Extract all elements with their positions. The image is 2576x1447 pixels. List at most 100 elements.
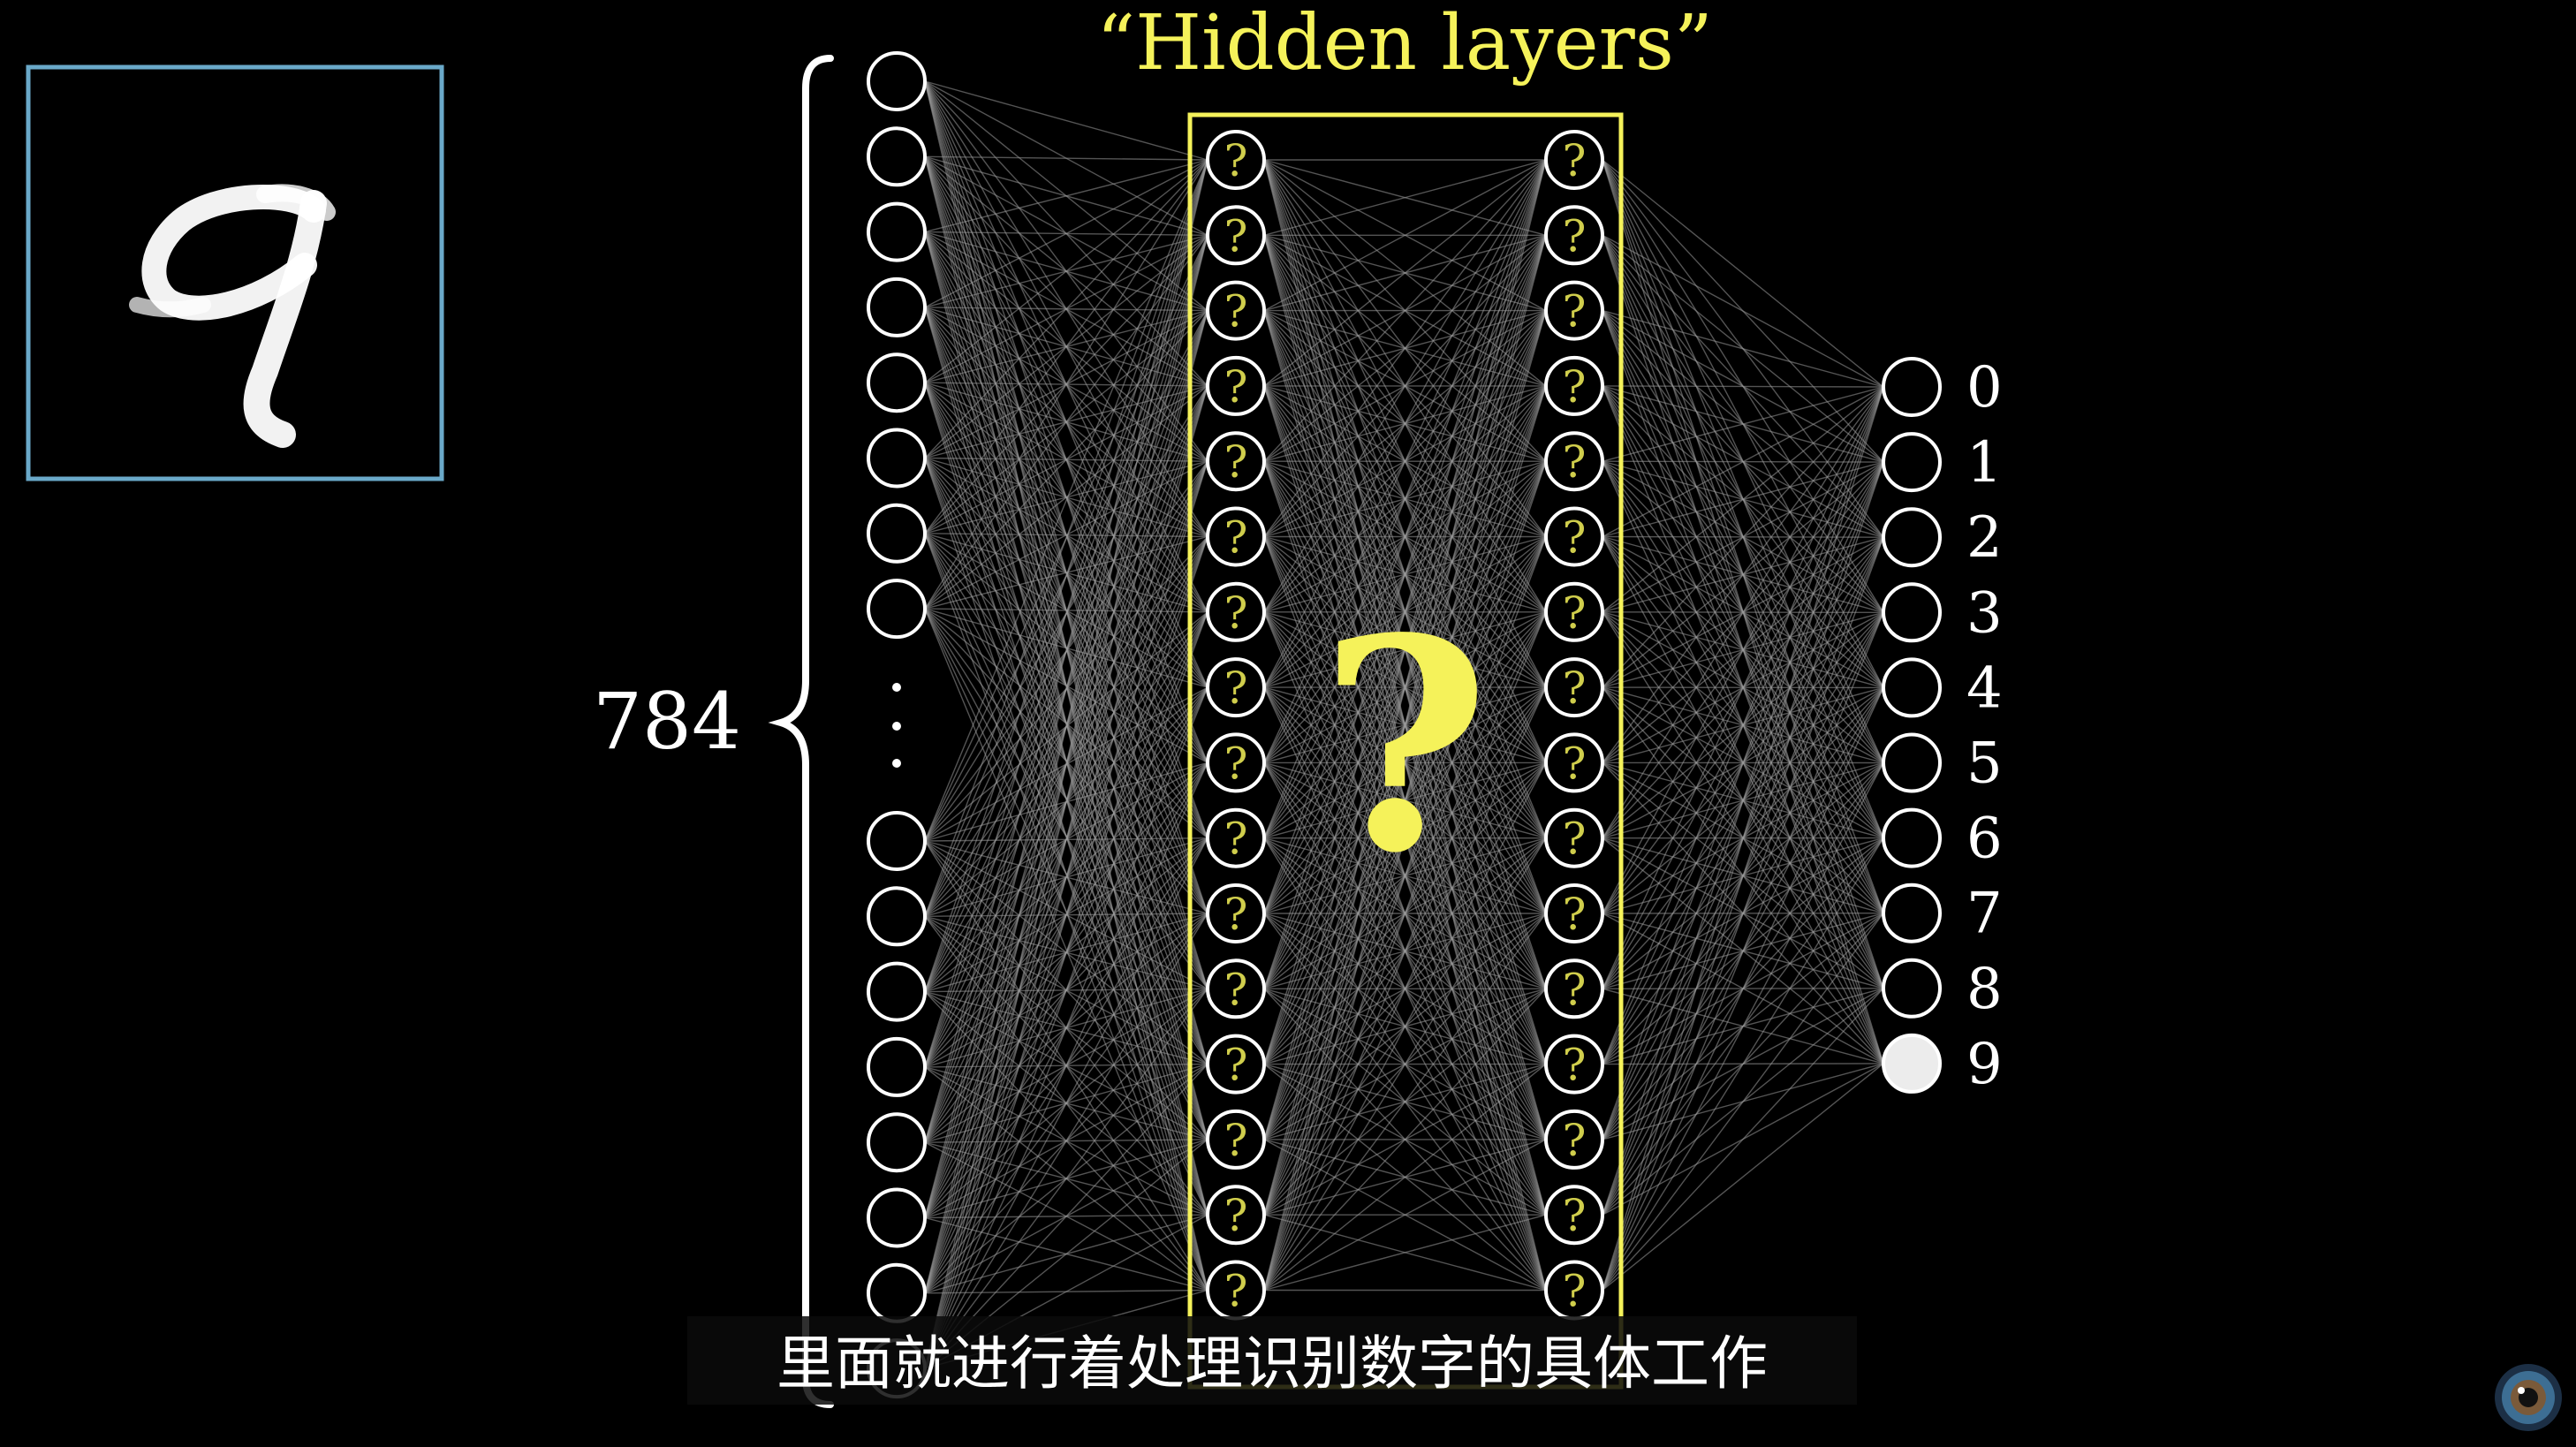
- hidden-neuron: [1206, 431, 1266, 492]
- hidden-neuron: [1206, 1185, 1266, 1246]
- connection-edge: [924, 159, 1208, 1293]
- connection-edge: [924, 837, 1208, 1369]
- connection-edge: [1263, 159, 1547, 989]
- output-neuron: [1882, 432, 1942, 493]
- output-digit-label: 3: [1966, 580, 2003, 646]
- connection-edge: [924, 159, 1208, 917]
- connection-edge: [924, 988, 1208, 1369]
- connection-edge: [1263, 159, 1547, 838]
- output-digit-label: 6: [1966, 807, 2003, 872]
- connection-edge: [924, 159, 1208, 383]
- input-neuron: [867, 1262, 927, 1323]
- connection-edge: [924, 686, 1208, 1369]
- connection-edge: [924, 155, 1208, 161]
- connection-edge: [1602, 1063, 1884, 1292]
- neuron-question-mark: ?: [1224, 361, 1248, 413]
- input-neuron: [867, 428, 927, 489]
- connection-edge: [1263, 159, 1547, 236]
- connection-edge: [924, 159, 1208, 458]
- neuron-question-mark: ?: [1224, 663, 1248, 714]
- input-ellipsis: [892, 683, 901, 768]
- hidden-neuron: [1544, 1109, 1604, 1170]
- connection-edge: [1263, 1139, 1547, 1292]
- connection-edge: [1263, 235, 1547, 1291]
- hidden-neuron: [1544, 958, 1604, 1019]
- output-neuron: [1882, 958, 1942, 1019]
- connection-edge: [1263, 159, 1547, 1140]
- input-neuron: [867, 126, 927, 187]
- connection-edge: [1602, 309, 1884, 388]
- connection-edge: [1263, 159, 1547, 537]
- input-neuron: [867, 1112, 927, 1173]
- connection-edge: [1263, 159, 1547, 1064]
- connection-edge: [924, 310, 1208, 1369]
- hidden-neuron: [1206, 807, 1266, 868]
- hidden-neuron: [1544, 1185, 1604, 1246]
- output-digit-label: 9: [1966, 1032, 2003, 1097]
- connection-edge: [924, 159, 1208, 1068]
- connection-edge: [1263, 159, 1547, 312]
- hidden-layer-1: ????????????????: [1206, 130, 1266, 1321]
- input-neuron: [867, 277, 927, 337]
- connection-edge: [1602, 612, 1884, 1291]
- hidden-neuron: [1544, 581, 1604, 642]
- hidden-neuron: [1206, 958, 1266, 1019]
- connection-edge: [1263, 385, 1547, 1291]
- connection-edge: [1263, 159, 1547, 763]
- output-neuron: [1882, 657, 1942, 718]
- hidden-layer-2: ????????????????: [1544, 130, 1604, 1321]
- input-neuron: [867, 1036, 927, 1097]
- neuron-question-mark: ?: [1224, 286, 1248, 337]
- network-connections: [924, 80, 1884, 1369]
- connection-edge: [1602, 159, 1884, 388]
- hidden-neuron: [1206, 657, 1266, 718]
- input-neuron: [867, 201, 927, 262]
- connection-edge: [1263, 988, 1547, 1291]
- connection-edge: [924, 235, 1208, 1369]
- connection-edge: [1602, 687, 1884, 1291]
- connection-edge: [1602, 386, 1884, 989]
- connection-edge: [1263, 159, 1547, 688]
- input-neuron: [867, 886, 927, 947]
- neuron-question-mark: ?: [1563, 1115, 1587, 1166]
- neuron-question-mark: ?: [1224, 964, 1248, 1015]
- output-neuron: [1882, 883, 1942, 943]
- connection-edge: [1602, 386, 1884, 538]
- input-layer: [867, 51, 927, 1399]
- hidden-neuron: [1206, 581, 1266, 642]
- connection-edge: [1263, 913, 1547, 1291]
- digit-nine-image: [129, 184, 336, 448]
- input-neuron: [867, 503, 927, 564]
- connection-edge: [924, 159, 1208, 992]
- connection-edge: [1263, 686, 1547, 1291]
- connection-edge: [924, 611, 1208, 1369]
- output-digit-label: 1: [1966, 430, 2003, 496]
- connection-edge: [924, 608, 1208, 1291]
- neuron-question-mark: ?: [1224, 1115, 1248, 1166]
- output-digit-label: 4: [1966, 655, 2003, 721]
- output-neuron: [1882, 507, 1942, 568]
- output-digit-label: 2: [1966, 505, 2003, 571]
- hidden-neuron: [1206, 1109, 1266, 1170]
- neuron-question-mark: ?: [1563, 1190, 1587, 1241]
- hidden-neuron: [1206, 205, 1266, 266]
- connection-edge: [1263, 1064, 1547, 1292]
- neuron-question-mark: ?: [1563, 135, 1587, 186]
- neuron-question-mark: ?: [1224, 210, 1248, 261]
- neuron-question-mark: ?: [1563, 286, 1587, 337]
- neuron-question-mark: ?: [1224, 814, 1248, 865]
- connection-edge: [1602, 386, 1884, 613]
- connection-edge: [924, 159, 1208, 1143]
- hidden-neuron: [1206, 506, 1266, 567]
- hidden-layers-question-mark: ?: [1319, 574, 1489, 917]
- connection-edge: [924, 159, 1208, 1369]
- connection-edge: [1263, 460, 1547, 1291]
- connection-edge: [1602, 386, 1884, 763]
- connection-edge: [924, 159, 1208, 610]
- hidden-neuron: [1544, 1034, 1604, 1095]
- hidden-neuron: [1544, 431, 1604, 492]
- hidden-neuron: [1206, 1034, 1266, 1095]
- subtitle-background: [687, 1316, 1857, 1405]
- connection-edge: [1602, 913, 1884, 1291]
- input-neuron: [867, 811, 927, 871]
